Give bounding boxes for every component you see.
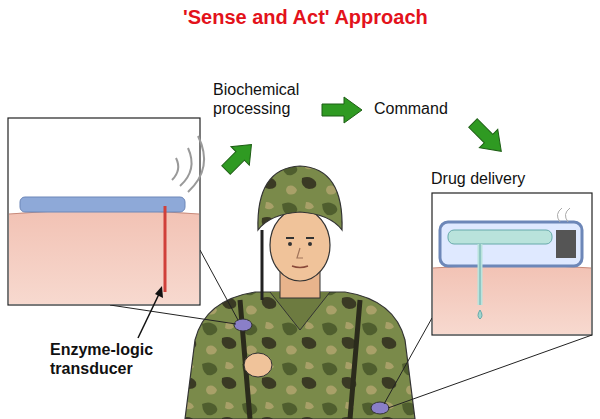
- callout-label: Enzyme-logic transducer: [50, 340, 160, 378]
- callout-label: Drug delivery: [431, 169, 581, 188]
- diagram-title: 'Sense and Act' Approach: [183, 8, 428, 27]
- callout-label: Command: [374, 99, 484, 118]
- callout-label: Biochemical processing: [213, 80, 313, 118]
